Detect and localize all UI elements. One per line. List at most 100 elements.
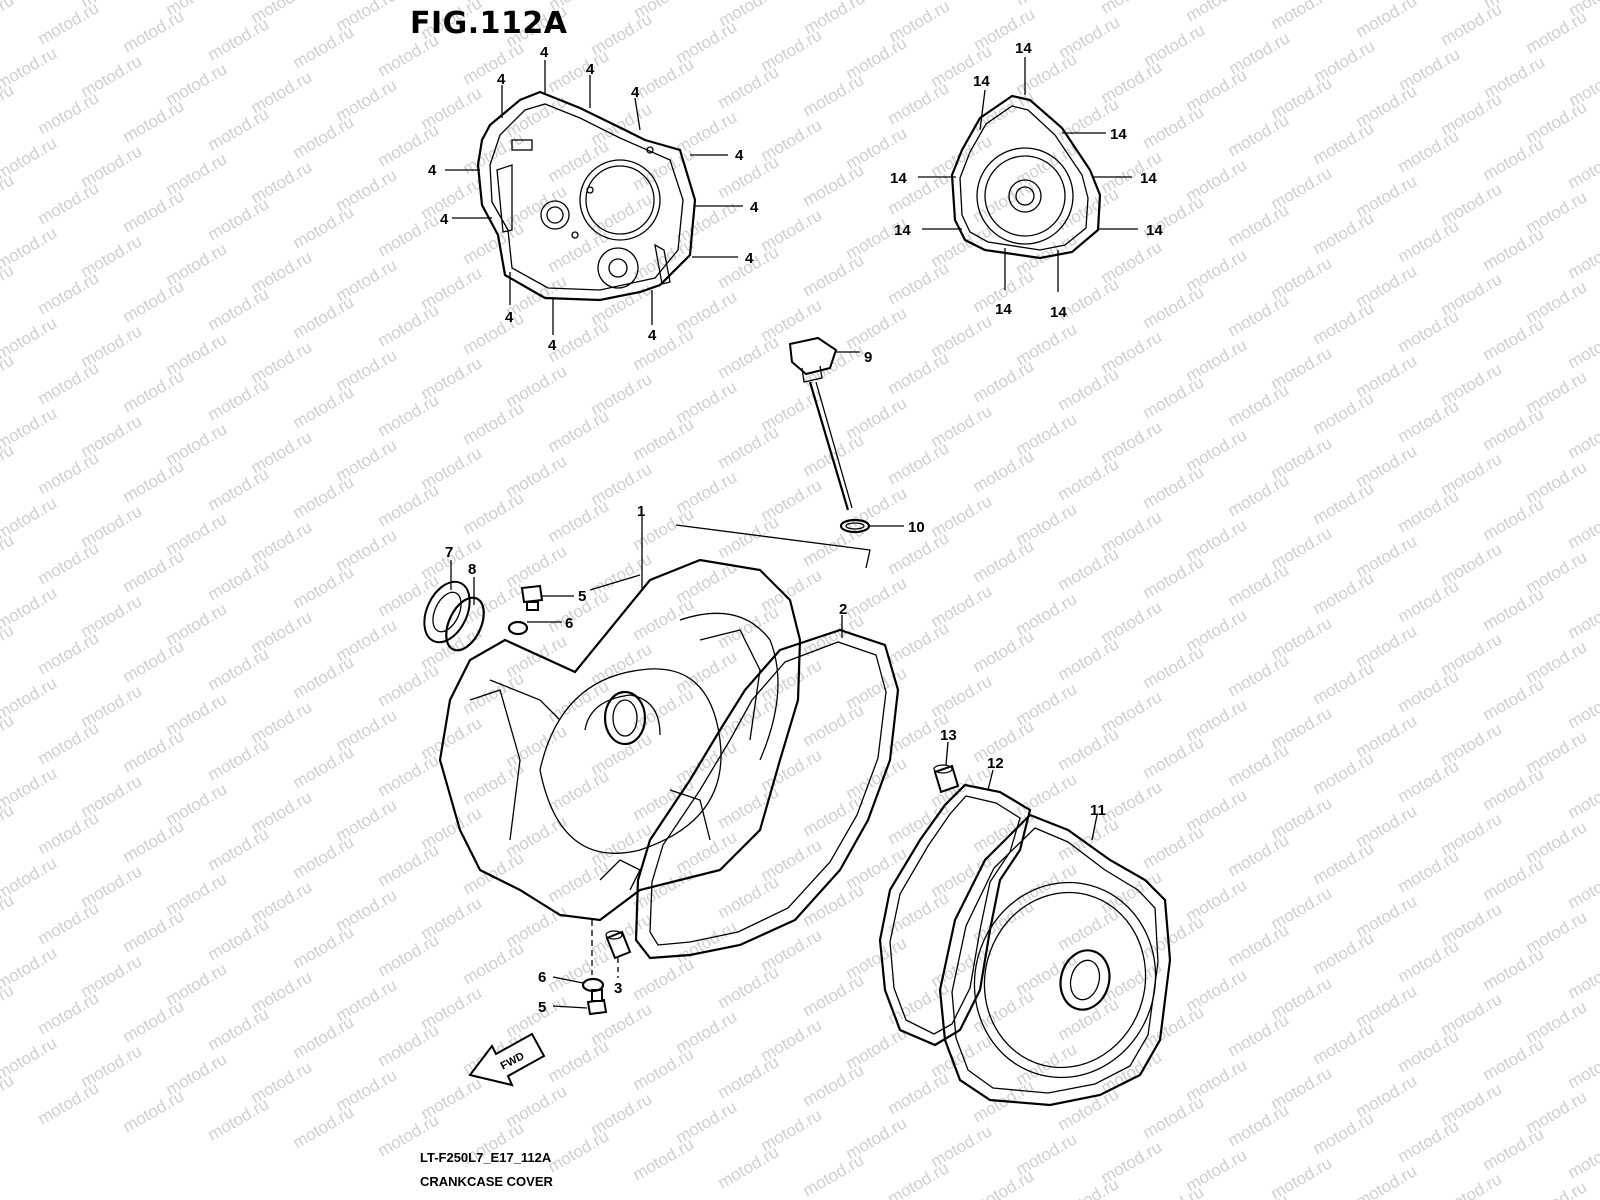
watermark-text: motod.ru xyxy=(1565,322,1600,372)
watermark-text: motod.ru xyxy=(1523,1177,1591,1200)
watermark-text: motod.ru xyxy=(205,194,273,244)
callout-8: 8 xyxy=(468,561,476,578)
watermark-text: motod.ru xyxy=(290,1012,358,1062)
watermark-text: motod.ru xyxy=(1395,486,1463,536)
watermark-text: motod.ru xyxy=(120,636,188,686)
watermark-text: motod.ru xyxy=(460,848,528,898)
watermark-text: motod.ru xyxy=(1565,142,1600,192)
watermark-text: motod.ru xyxy=(715,1052,783,1102)
watermark-text: motod.ru xyxy=(1225,290,1293,340)
watermark-text: motod.ru xyxy=(885,618,953,668)
leader-11 xyxy=(1091,814,1098,841)
watermark-text: motod.ru xyxy=(0,80,17,130)
watermark-text: motod.ru xyxy=(715,152,783,202)
watermark-text: motod.ru xyxy=(1480,1124,1548,1174)
watermark-text: motod.ru xyxy=(1310,838,1378,888)
watermark-text: motod.ru xyxy=(0,710,17,760)
callout-3: 3 xyxy=(614,980,622,997)
watermark-text: motod.ru xyxy=(545,406,613,456)
watermark-text: motod.ru xyxy=(1310,1108,1378,1158)
callout-14: 14 xyxy=(1140,170,1157,187)
watermark-text: motod.ru xyxy=(0,530,17,580)
watermark-text: motod.ru xyxy=(800,970,868,1020)
callout-14: 14 xyxy=(1050,304,1067,321)
watermark-text: motod.ru xyxy=(1395,126,1463,176)
watermark-text: motod.ru xyxy=(800,70,868,120)
watermark-text: motod.ru xyxy=(35,628,103,678)
watermark-text: motod.ru xyxy=(35,1078,103,1128)
watermark-text: motod.ru xyxy=(1268,0,1336,33)
callout-9: 9 xyxy=(864,349,872,366)
watermark-text: motod.ru xyxy=(1055,544,1123,594)
watermark-text: motod.ru xyxy=(800,160,868,210)
watermark-text: motod.ru xyxy=(545,496,613,546)
watermark-text: motod.ru xyxy=(1523,7,1591,57)
watermark-text: motod.ru xyxy=(1225,110,1293,160)
watermark-text: motod.ru xyxy=(1140,552,1208,602)
watermark-text: motod.ru xyxy=(1480,1034,1548,1084)
watermark-text: motod.ru xyxy=(375,210,443,260)
watermark-text: motod.ru xyxy=(1310,658,1378,708)
watermark-text: motod.ru xyxy=(970,626,1038,676)
watermark-text: motod.ru xyxy=(1480,584,1548,634)
callout-4: 4 xyxy=(750,199,759,216)
bolt-leaders-4 xyxy=(445,60,743,335)
watermark-text: motod.ru xyxy=(1395,666,1463,716)
watermark-text: motod.ru xyxy=(1140,462,1208,512)
callout-4: 4 xyxy=(428,162,437,179)
watermark-text: motod.ru xyxy=(1225,1100,1293,1150)
watermark-text: motod.ru xyxy=(1395,576,1463,626)
watermark-text: motod.ru xyxy=(1310,478,1378,528)
watermark-text: motod.ru xyxy=(290,832,358,882)
watermark-text: motod.ru xyxy=(545,1036,613,1086)
watermark-text: motod.ru xyxy=(120,1086,188,1136)
watermark-text: motod.ru xyxy=(120,816,188,866)
watermark-text: motod.ru xyxy=(1310,748,1378,798)
bolt-leaders-14 xyxy=(918,57,1138,292)
watermark-text: motod.ru xyxy=(1225,920,1293,970)
watermark-text: motod.ru xyxy=(1225,740,1293,790)
watermark-text: motod.ru xyxy=(35,718,103,768)
watermark-text: motod.ru xyxy=(545,136,613,186)
watermark-text: motod.ru xyxy=(1480,314,1548,364)
watermark-text: motod.ru xyxy=(375,300,443,350)
callout-10: 10 xyxy=(908,519,925,536)
callout-14: 14 xyxy=(1015,40,1032,57)
watermark-text: motod.ru xyxy=(1055,454,1123,504)
watermark-text: motod.ru xyxy=(1310,208,1378,258)
watermark-text: motod.ru xyxy=(1565,952,1600,1002)
callout-14: 14 xyxy=(894,222,911,239)
watermark-text: motod.ru xyxy=(545,856,613,906)
watermark-text: motod.ru xyxy=(970,536,1038,586)
crankcase-gasket-inner xyxy=(649,641,887,946)
watermark-text: motod.ru xyxy=(35,268,103,318)
callout-4: 4 xyxy=(648,327,657,344)
watermark-text: motod.ru xyxy=(460,668,528,718)
watermark-text: motod.ru xyxy=(1310,118,1378,168)
watermark-text: motod.ru xyxy=(0,620,17,670)
watermark-text: motod.ru xyxy=(290,1102,358,1152)
watermark-text: motod.ru xyxy=(715,62,783,112)
watermark-text: motod.ru xyxy=(800,700,868,750)
watermark-text: motod.ru xyxy=(1565,412,1600,462)
watermark-text: motod.ru xyxy=(885,78,953,128)
callout-6: 6 xyxy=(565,615,573,632)
watermark-text: motod.ru xyxy=(290,742,358,792)
callout-5: 5 xyxy=(578,588,586,605)
watermark-text: motod.ru xyxy=(290,112,358,162)
crankcase-cover xyxy=(438,558,802,922)
watermark-text: motod.ru xyxy=(1225,470,1293,520)
watermark-text: motod.ru xyxy=(375,750,443,800)
watermark-text: motod.ru xyxy=(630,324,698,374)
watermark-text: motod.ru xyxy=(545,46,613,96)
watermark-text: motod.ru xyxy=(35,178,103,228)
callout-5: 5 xyxy=(538,999,546,1016)
watermark-text: motod.ru xyxy=(1055,724,1123,774)
watermark-text: motod.ru xyxy=(0,890,17,940)
watermark-text: motod.ru xyxy=(800,1150,868,1200)
watermark-text: motod.ru xyxy=(205,1094,273,1144)
watermark-text: motod.ru xyxy=(1225,560,1293,610)
watermark-text: motod.ru xyxy=(290,562,358,612)
watermark-text: motod.ru xyxy=(1140,732,1208,782)
watermark-text: motod.ru xyxy=(1565,592,1600,642)
